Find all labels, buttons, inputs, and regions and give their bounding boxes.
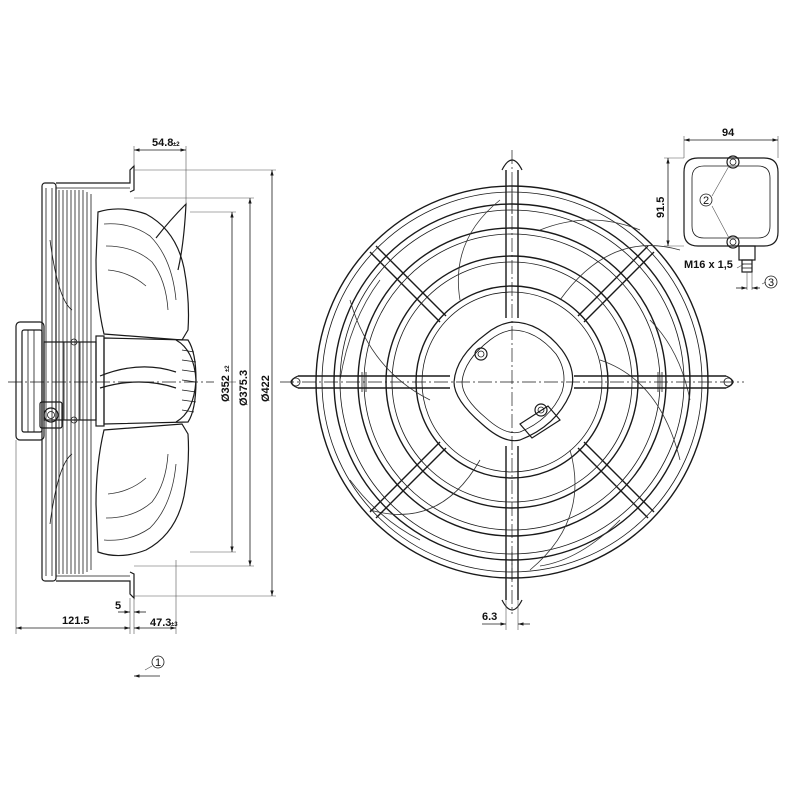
dim-diameter-mid: Ø375.3 xyxy=(238,370,250,406)
side-motor xyxy=(15,321,105,441)
dim-motor-depth: 121.5 xyxy=(62,615,90,627)
front-blades xyxy=(339,199,691,571)
callout-screws: 2 xyxy=(703,195,709,207)
dim-guard-offset-tol: ±3 xyxy=(171,622,178,628)
terminal-box xyxy=(664,136,779,290)
callout-gland: 3 xyxy=(768,277,774,289)
side-view xyxy=(8,146,276,678)
dim-guard-offset: 47.3 xyxy=(150,617,171,629)
dim-top-offset: 54.8 xyxy=(152,137,173,149)
dim-top-offset-tol: ±2 xyxy=(173,142,180,148)
front-view xyxy=(280,150,744,630)
front-vertical-mounts xyxy=(501,159,523,611)
dim-flange-gap: 5 xyxy=(115,600,121,612)
callout-airflow: 1 xyxy=(155,657,161,669)
front-slot-dim xyxy=(482,600,530,630)
dim-diameter-inner: Ø352 xyxy=(220,375,232,402)
side-impeller xyxy=(95,202,197,557)
dimension-labels: 54.8 ±2 121.5 5 47.3 ±3 Ø352 ±2 Ø375.3 Ø… xyxy=(62,127,774,669)
dim-cable-gland: M16 x 1,5 xyxy=(684,259,733,271)
side-bottom-dims xyxy=(15,440,177,634)
side-top-dim xyxy=(133,146,187,204)
side-diameter-dims xyxy=(134,169,276,597)
airflow-callout xyxy=(134,655,165,678)
dim-slot-width: 6.3 xyxy=(482,611,497,623)
front-hub xyxy=(453,321,574,442)
dim-diameter-inner-tol: ±2 xyxy=(225,365,231,372)
dim-box-height: 91.5 xyxy=(655,197,667,218)
front-horizontal-mounts xyxy=(290,372,734,392)
dim-box-width: 94 xyxy=(722,127,735,139)
front-guard-spokes xyxy=(369,245,655,519)
dim-diameter-outer: Ø422 xyxy=(260,375,272,402)
